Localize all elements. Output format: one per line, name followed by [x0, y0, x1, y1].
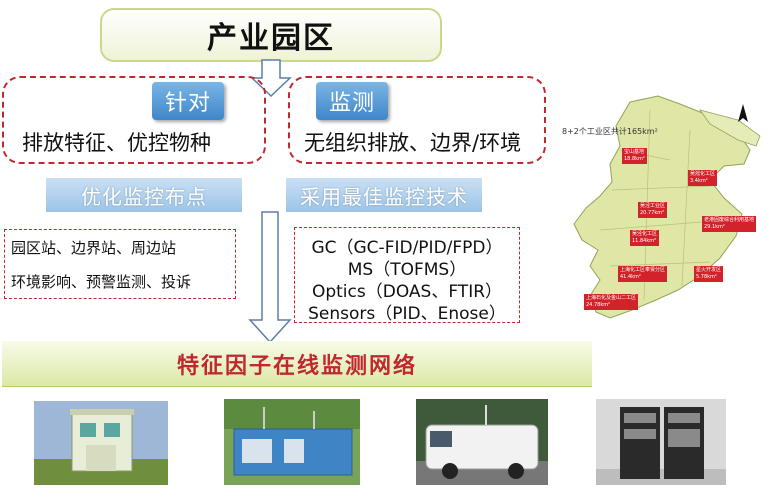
monitor-tag: 监测 — [316, 82, 388, 120]
map-label-name: 上海化工区奉贤分区 — [620, 267, 666, 273]
north-arrow-icon — [738, 104, 748, 122]
monitor-box — [288, 76, 546, 164]
target-tag: 针对 — [152, 82, 224, 120]
map-label-name: 老港固废综合利用基地 — [704, 217, 755, 223]
map-label-area: 20.77km² — [640, 210, 665, 216]
technology-band: 采用最佳监控技术 — [286, 178, 482, 212]
photo-analyzer-cabinet-image — [596, 399, 726, 485]
photo-analyzer-cabinet — [596, 399, 726, 485]
map-label-name: 星火开发区 — [696, 267, 722, 273]
map-label-area: 24.78km² — [586, 302, 611, 308]
map-label-area: 3.4km² — [690, 178, 708, 184]
photo-monitoring-vehicle-image — [416, 399, 548, 485]
tech-list: GC（GC-FID/PID/FPD） MS（TOFMS） Optics（DOAS… — [294, 227, 520, 324]
map-label-name: 吴泾化工区 — [632, 231, 658, 237]
photo-monitoring-building — [34, 401, 168, 485]
station-list-item: 园区站、边界站、周边站 — [11, 239, 177, 257]
photo-monitoring-vehicle — [416, 399, 548, 485]
tech-list-item: GC（GC-FID/PID/FPD） — [311, 238, 503, 258]
map-label-area: 5.78km² — [696, 274, 717, 280]
photo-container-station — [224, 399, 360, 485]
page-title: 产业园区 — [100, 8, 442, 62]
monitor-text: 无组织排放、边界/环境 — [304, 131, 522, 155]
map-label-area: 29.1km² — [704, 224, 725, 230]
map-label-name: 上海石化及金山二工区 — [586, 295, 637, 301]
map-label-area: 18.8km² — [624, 156, 645, 162]
map-label-name: 吴泾工业区 — [640, 203, 666, 209]
tech-list-item: Sensors（PID、Enose） — [308, 304, 506, 324]
photo-container-station-image — [224, 399, 360, 485]
map-title: 8+2个工业区共计165km² — [562, 127, 658, 136]
tech-list-item: Optics（DOAS、FTIR） — [311, 282, 503, 302]
layout-band: 优化监控布点 — [46, 178, 242, 212]
target-text: 排放特征、优控物种 — [22, 131, 211, 155]
station-list-item: 环境影响、预警监测、投诉 — [11, 273, 192, 291]
network-title: 特征因子在线监测网络 — [2, 341, 592, 387]
station-list: 园区站、边界站、周边站 环境影响、预警监测、投诉 — [4, 229, 236, 299]
target-box — [2, 76, 266, 164]
map-label-area: 11.84km² — [632, 238, 657, 244]
down-arrow-main — [248, 211, 292, 344]
map-label-name: 宝山基地 — [624, 149, 645, 155]
map-label-name: 吴淞化工区 — [690, 171, 716, 177]
tech-list-item: MS（TOFMS） — [347, 260, 467, 280]
map-label-area: 41.4km² — [620, 274, 641, 280]
photo-monitoring-building-image — [34, 401, 168, 485]
